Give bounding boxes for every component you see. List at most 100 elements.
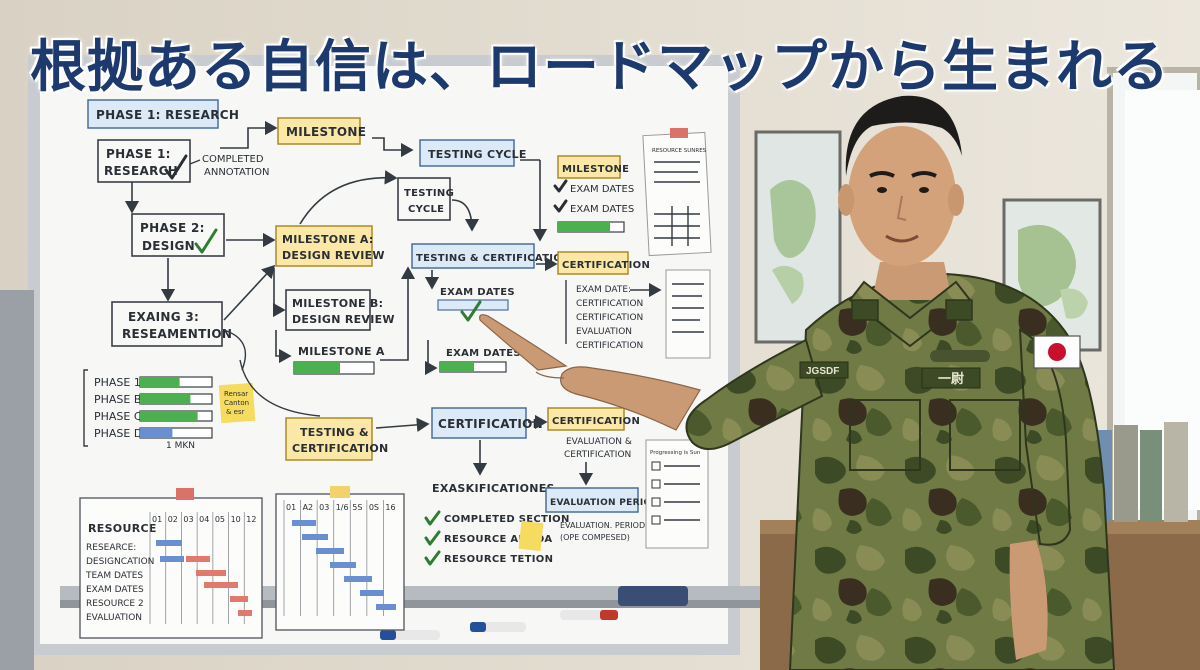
phase-axis-label: 1 MKN xyxy=(166,441,195,451)
phase1-box-line2: RESEARCH xyxy=(104,164,178,178)
gantt-column-label: A2 xyxy=(303,503,314,512)
milestone-right: MILESTONE xyxy=(562,164,629,175)
rank-tag xyxy=(921,367,981,389)
cert-right-item: CERTIFICATION xyxy=(576,299,643,309)
check-icon-green xyxy=(424,550,441,566)
gantt-column-label: 03 xyxy=(183,515,193,524)
check-icon xyxy=(553,199,568,213)
japan-flag-patch xyxy=(1033,335,1081,369)
cert-right-item: EVALUATION xyxy=(576,327,632,337)
phase-bar-label: PHASE C xyxy=(94,410,142,423)
gantt-title: RESOURCE xyxy=(88,522,157,535)
checklist-title: Progressing is Sun xyxy=(650,450,701,456)
checklist-sheet: Progressing is Sun xyxy=(645,439,709,549)
eval-cert-line1: EVALUATION & xyxy=(566,437,632,447)
eval-period-note-line1: EVALUATION. PERIOD xyxy=(560,521,645,530)
phase3-box-line2: RESEAMENTION xyxy=(122,327,232,341)
cert-sheet xyxy=(665,269,711,359)
gantt-column-label: 10 xyxy=(231,515,241,524)
completed-note-line2: ANNOTATION xyxy=(204,167,269,178)
testing-cycle-line2: CYCLE xyxy=(408,204,444,215)
phase2-box-line1: PHASE 2: xyxy=(140,221,205,235)
rank-tag-text: 一尉 xyxy=(938,371,964,387)
sticky-text: Canton xyxy=(224,399,249,407)
exams-list-item: RESOURCE ALLIOA xyxy=(444,534,552,545)
exam-dates-1: EXAM DATES xyxy=(440,287,515,298)
eraser xyxy=(618,586,688,606)
phase1-box-line1: PHASE 1: xyxy=(106,147,171,161)
testing-cycle-header: TESTING CYCLE xyxy=(428,148,527,161)
gantt-column-label: 0S xyxy=(369,503,379,512)
testing-cert-yellow-line1: TESTING & xyxy=(300,426,369,439)
phase-bar-fill xyxy=(140,428,173,438)
milestone-b-line2: DESIGN REVIEW xyxy=(292,313,395,326)
exams-list-item: COMPLETED SECTION xyxy=(444,514,570,525)
sticky-text: & esr xyxy=(226,408,245,416)
cert-right-item: CERTIFICATION xyxy=(576,341,643,351)
gantt-row-label: DESIGNCATION xyxy=(86,557,154,567)
wings-badge xyxy=(930,350,990,362)
check-icon xyxy=(164,154,188,180)
certification-blue: CERTIFICATION xyxy=(438,417,543,431)
cert-right-item: CERTIFICATION xyxy=(576,313,643,323)
gantt-column-label: 02 xyxy=(168,515,178,524)
check-icon-green xyxy=(194,228,218,254)
phase-bar-label: PHASE D xyxy=(94,427,142,440)
headline: 根拠ある自信は、ロードマップから生まれる xyxy=(30,35,1170,100)
resource-sheet-title: RESOURCE SUNRES xyxy=(652,148,707,154)
gantt-column-label: 16 xyxy=(385,503,395,512)
phase2-box-line2: DESIGN xyxy=(142,239,195,253)
gantt-column-label: 1/6 xyxy=(336,503,349,512)
milestone-right-item: EXAM DATES xyxy=(570,184,634,195)
exams-list-item: RESOURCE TETION xyxy=(444,554,553,565)
gantt-column-label: 01 xyxy=(152,515,162,524)
name-tag-text: JGSDF xyxy=(806,366,839,377)
soldier xyxy=(479,95,1116,670)
testing-cycle-line1: TESTING xyxy=(404,188,454,199)
eval-period-note-line2: (OPE COMPESED) xyxy=(560,533,630,542)
milestone-a-line2: DESIGN REVIEW xyxy=(282,249,385,262)
sticky-text: Rensar xyxy=(224,390,248,398)
testing-cert-blue: TESTING & CERTIFICATION xyxy=(416,253,571,264)
phase-bar-fill xyxy=(140,411,198,421)
sticky-note xyxy=(518,520,544,552)
phase-bar-label: PHASE 1 xyxy=(94,376,141,389)
milestone-top: MILESTONE xyxy=(286,125,366,139)
certification-right: CERTIFICATION xyxy=(562,260,650,271)
milestone-a-line1: MILESTONE A: xyxy=(282,233,374,246)
gantt-column-label: 5S xyxy=(352,503,362,512)
gantt-row-label: RESEARCE: xyxy=(86,543,136,553)
phase-bar-fill xyxy=(140,394,191,404)
gantt-row-label: EXAM DATES xyxy=(86,585,144,595)
check-icon xyxy=(553,179,568,193)
check-icon-green xyxy=(460,300,482,322)
gantt-row-label: EVALUATION xyxy=(86,613,142,623)
milestone-b-line1: MILESTONE B: xyxy=(292,297,383,310)
exams-list-title: EXASKIFICATIONES xyxy=(432,482,555,495)
gantt-column-label: 01 xyxy=(286,503,296,512)
eval-cert-line2: CERTIFICATION xyxy=(564,450,631,460)
sticky-note xyxy=(218,382,256,424)
completed-note-line1: COMPLETED xyxy=(202,154,264,165)
check-icon-green xyxy=(424,510,441,526)
wall-map xyxy=(754,130,842,344)
testing-cert-yellow-line2: CERTIFICATION xyxy=(292,442,389,455)
gantt-row-label: TEAM DATES xyxy=(85,571,143,581)
gantt-column-label: 05 xyxy=(215,515,225,524)
phase-bar-label: PHASE B xyxy=(94,393,141,406)
cert-right-item: EXAM DATE: xyxy=(576,285,631,295)
milestone-a2: MILESTONE A xyxy=(298,345,385,358)
gantt-column-label: 04 xyxy=(199,515,209,524)
exam-dates-2: EXAM DATES xyxy=(446,348,521,359)
check-icon-green xyxy=(424,530,441,546)
phase-bar-fill xyxy=(140,377,180,387)
phase3-box-line1: EXAING 3: xyxy=(128,310,199,324)
name-tag xyxy=(799,361,849,379)
eval-period-box: EVALUATION PERIOD xyxy=(550,498,659,508)
gantt-row-label: RESOURCE 2 xyxy=(86,599,144,609)
resource-sheet: RESOURCE SUNRES xyxy=(642,128,712,257)
phase-progress-chart: PHASE 1 PHASE B PHASE C PHASE D 1 MKN xyxy=(83,369,213,451)
